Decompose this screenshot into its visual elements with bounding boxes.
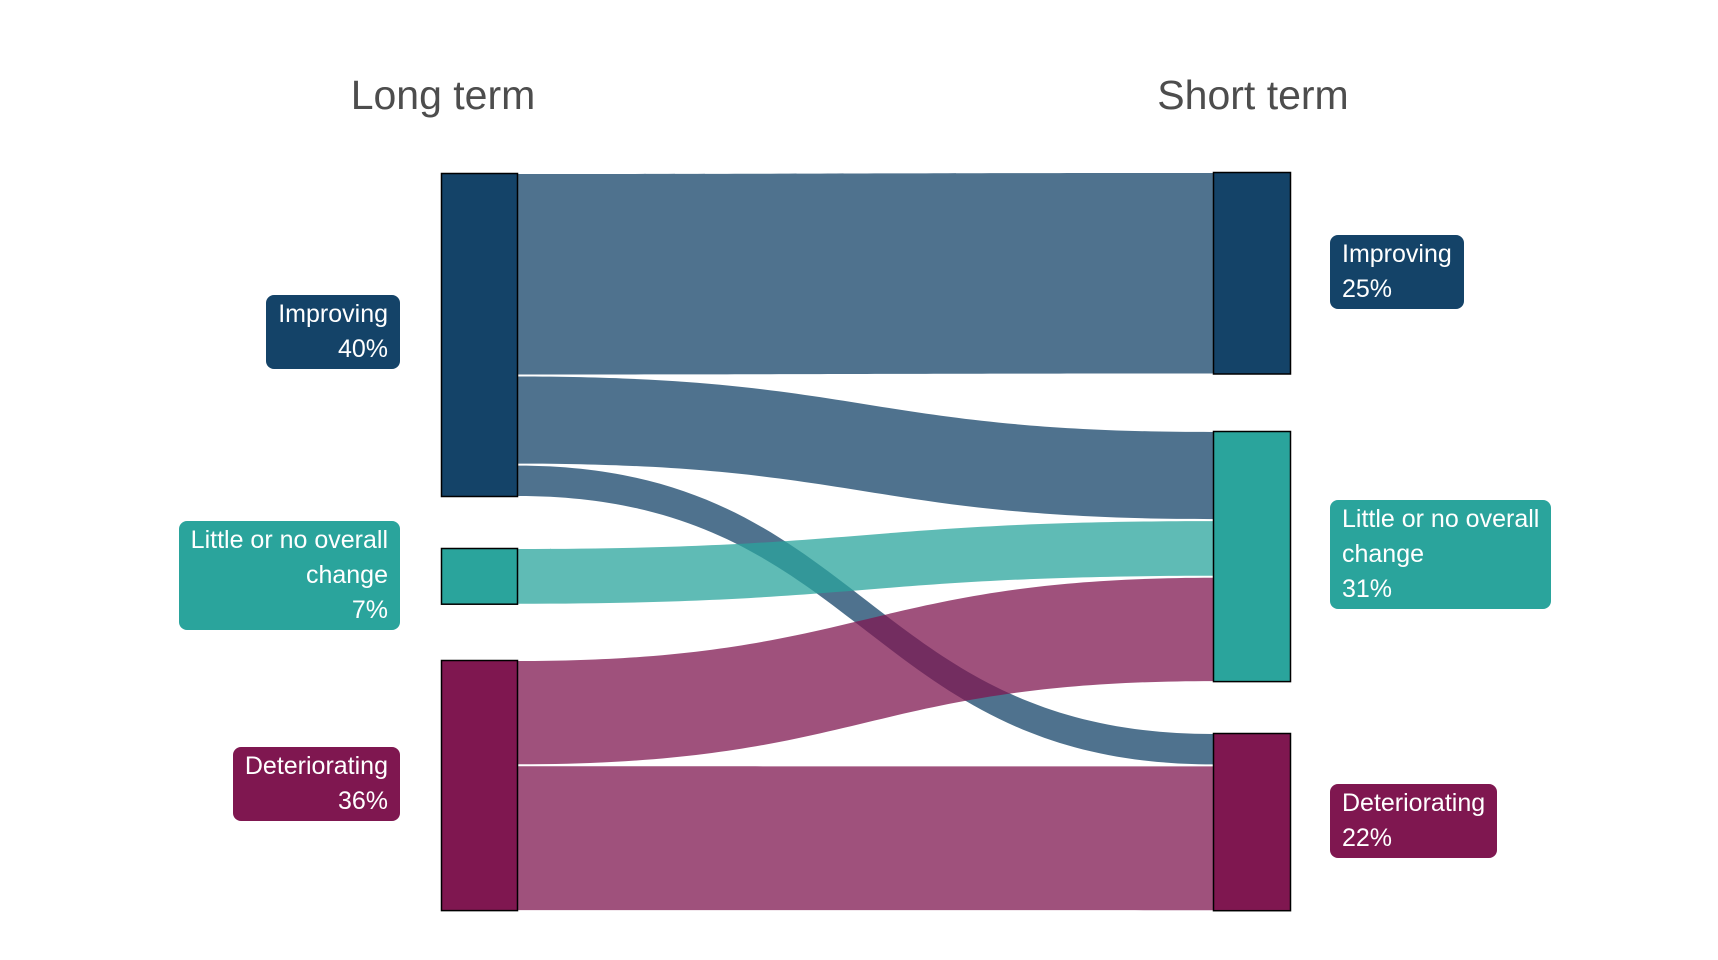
node-label-pct: 25% — [1342, 275, 1393, 303]
node-label-long-improving: Improving 40% — [266, 295, 400, 369]
sankey-nodes-layer — [440, 171, 1292, 912]
node-label-pct: 31% — [1342, 575, 1393, 603]
sankey-node-st-improving[interactable] — [1212, 171, 1292, 375]
sankey-node-st-deteriorating[interactable] — [1212, 732, 1292, 912]
node-label-short-deteriorating: Deteriorating 22% — [1330, 784, 1498, 858]
node-label-pct: 36% — [337, 787, 388, 815]
sankey-node-lt-improving[interactable] — [440, 172, 519, 498]
node-label-text: Little or no overall — [1342, 505, 1540, 533]
column-title-short-term: Short term — [1157, 72, 1349, 118]
sankey-link-lt-no-change-to-st-no-change — [518, 521, 1213, 604]
sankey-link-lt-improving-to-st-improving — [518, 173, 1213, 375]
node-label-text: Deteriorating — [1342, 789, 1486, 817]
node-label-pct: 22% — [1342, 824, 1393, 852]
node-label-pct: 7% — [351, 596, 388, 624]
node-label-short-no-change: Little or no overall change 31% — [1330, 500, 1552, 609]
sankey-node-lt-deteriorating[interactable] — [440, 659, 519, 912]
node-label-short-improving: Improving 25% — [1330, 235, 1464, 309]
node-label-text: Improving — [278, 300, 388, 328]
sankey-link-lt-improving-to-st-no-change — [518, 376, 1213, 520]
column-title-long-term: Long term — [350, 72, 536, 118]
node-label-text: Deteriorating — [244, 752, 388, 780]
sankey-node-st-no-change[interactable] — [1212, 430, 1292, 683]
sankey-link-lt-deteriorating-to-st-no-change — [518, 577, 1213, 765]
sankey-links-layer — [518, 173, 1213, 911]
node-label-long-deteriorating: Deteriorating 36% — [232, 747, 400, 821]
sankey-node-lt-no-change[interactable] — [440, 547, 519, 605]
node-label-text: change — [305, 561, 388, 589]
node-label-pct: 40% — [337, 335, 388, 363]
node-label-text: Little or no overall — [190, 526, 388, 554]
node-label-long-no-change: Little or no overall change 7% — [178, 521, 400, 630]
sankey-link-lt-improving-to-st-deteriorating — [518, 465, 1213, 765]
sankey-link-lt-deteriorating-to-st-deteriorating — [518, 766, 1213, 911]
node-label-text: Improving — [1342, 240, 1452, 268]
node-label-text: change — [1342, 540, 1425, 568]
